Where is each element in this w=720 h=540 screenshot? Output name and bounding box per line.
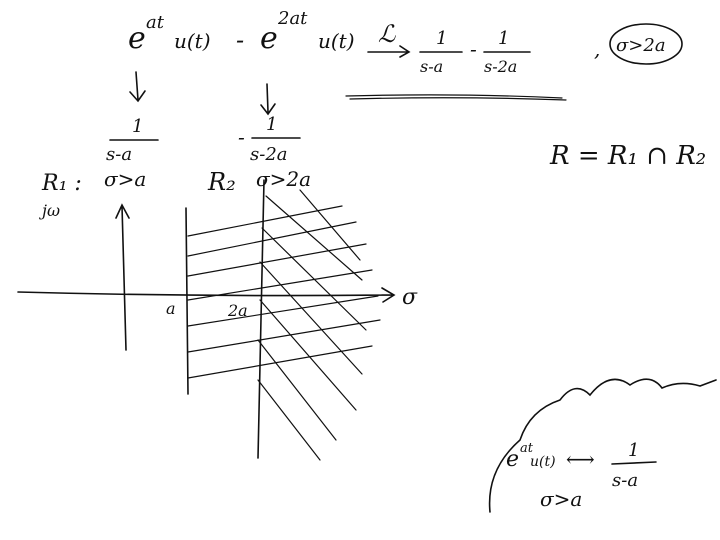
eq-exp2: 2at [277, 8, 308, 29]
term2-den: s-2a [250, 144, 288, 165]
s-plane: jω σ a 2a [17, 179, 418, 461]
down-arrow-2 [260, 83, 276, 116]
eq-e1: e [128, 21, 146, 56]
imag-axis-label: jω [39, 201, 60, 220]
rhs-den1: s-a [420, 57, 443, 76]
real-axis-label: σ [402, 285, 418, 310]
eq-e2: e [260, 21, 278, 56]
eq-u2: u(t) [318, 29, 355, 53]
roc-labels: R₁ : σ>a R₂ σ>2a R = R₁ ∩ R₂ [41, 141, 706, 196]
note-den: s-a [612, 470, 638, 491]
underline [345, 94, 567, 101]
eq-minus: - [236, 26, 244, 54]
fraction-bar [611, 461, 657, 465]
r1-condition: σ>a [104, 167, 146, 191]
cloud-outline [488, 378, 717, 513]
rhs-den2: s-2a [484, 57, 517, 76]
cloud-note: e at u(t) ⟷ 1 s-a σ>a [488, 378, 717, 513]
note-exp: at [520, 441, 534, 456]
term1-num: 1 [132, 116, 143, 137]
term2-num: 1 [266, 114, 277, 135]
note-cond: σ>a [540, 487, 582, 511]
boundary-a [185, 207, 189, 395]
note-num: 1 [628, 440, 639, 461]
rhs-num2: 1 [498, 28, 509, 49]
roc-circle [609, 23, 683, 65]
rhs-num1: 1 [436, 28, 447, 49]
term-minus: - [238, 125, 245, 149]
hatch-r1 [187, 205, 381, 379]
down-arrow-1 [129, 71, 146, 103]
note-u: u(t) [530, 454, 556, 470]
hatch-r2 [257, 189, 367, 461]
imag-axis [115, 203, 130, 351]
r2-condition: σ>2a [256, 167, 311, 191]
transform-arrow [367, 45, 411, 58]
roc-intersection: R = R₁ ∩ R₂ [549, 141, 706, 171]
rhs-minus: - [470, 37, 477, 61]
r1-label: R₁ : [41, 171, 82, 196]
tick-a: a [166, 299, 176, 318]
eq-u1: u(t) [174, 29, 211, 53]
roc-circled-text: σ>2a [616, 35, 666, 56]
r2-label: R₂ [207, 168, 236, 196]
term1-den: s-a [106, 144, 132, 165]
comma: , [594, 37, 600, 61]
eq-exp1: at [146, 12, 165, 33]
note-arrow: ⟷ [566, 447, 595, 471]
real-axis [17, 287, 396, 303]
term-transforms: 1 s-a - 1 s-2a [106, 71, 301, 165]
main-equation: e at u(t) - e 2at u(t) ℒ 1 s-a - 1 s-2a … [128, 8, 683, 101]
note-e: e [506, 447, 519, 472]
tick-2a: 2a [227, 301, 248, 320]
boundary-2a [257, 179, 265, 459]
laplace-symbol: ℒ [378, 20, 396, 48]
